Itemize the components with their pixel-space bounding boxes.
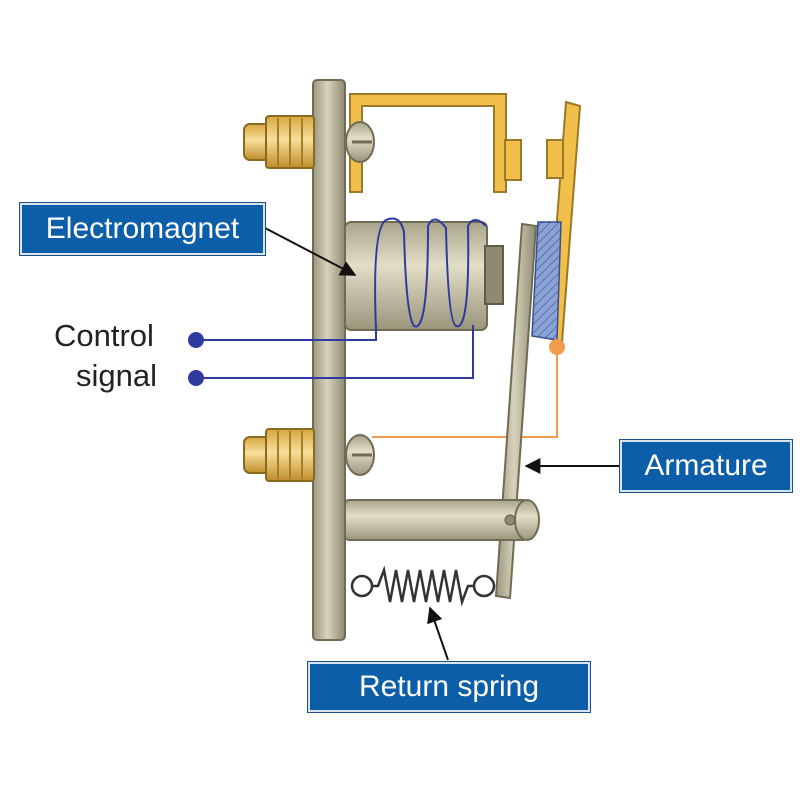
insulator-pad [531, 221, 562, 341]
pivot-rod [344, 499, 540, 541]
mounting-post [312, 79, 346, 641]
control-wire-1 [196, 326, 377, 341]
fixed-contact [504, 139, 522, 181]
spring-icon [350, 565, 496, 607]
common-wire [372, 347, 558, 438]
common-contact-point [549, 339, 565, 355]
electromagnet-leader [264, 227, 357, 276]
armature-label: Armature [620, 440, 792, 492]
electromagnet-label: Electromagnet [20, 203, 265, 255]
screw-icon-top [243, 115, 375, 169]
coil-icon [344, 217, 504, 331]
signal-terminal-icon-2 [188, 370, 204, 386]
movable-contact [546, 139, 564, 179]
control-label-line2: signal [76, 358, 157, 393]
return-spring-leader [427, 606, 449, 661]
control-label-line1: Control [54, 318, 154, 353]
signal-terminal-icon-1 [188, 332, 204, 348]
contact-bracket [349, 93, 507, 193]
screw-icon-bottom [243, 428, 375, 482]
return-spring-label: Return spring [308, 662, 590, 712]
control-wire-2 [196, 325, 474, 379]
